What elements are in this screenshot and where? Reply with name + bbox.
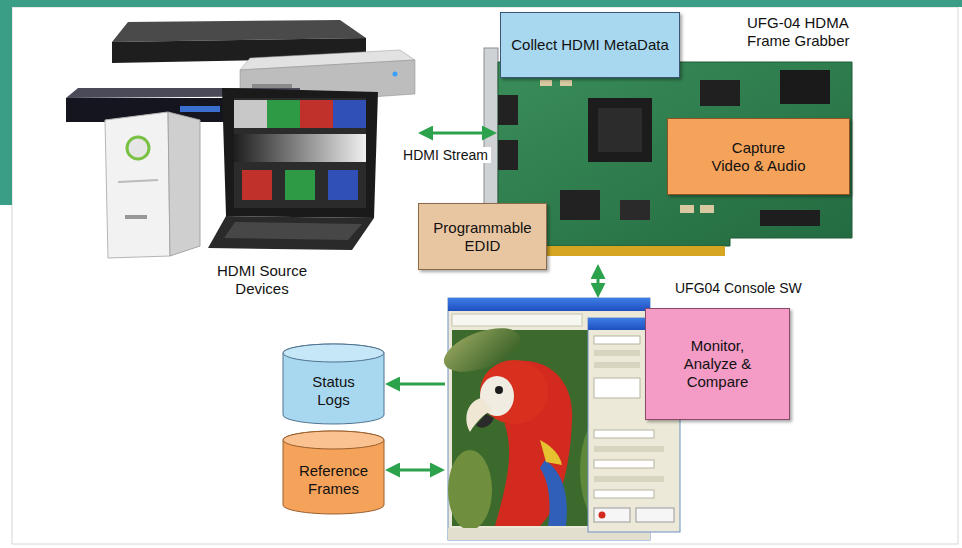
stream-arrow [424, 132, 491, 135]
stream-arrow [391, 383, 445, 386]
capture-card-art-part [760, 210, 820, 226]
console-screenshot-art-part [448, 450, 492, 530]
box-label: Monitor, Analyze & Compare [676, 337, 759, 391]
capture-card-art-part [498, 95, 518, 125]
capture-card-art-part [560, 190, 600, 220]
source-devices-art-part [168, 112, 200, 256]
source-devices-art-part [180, 106, 220, 112]
cylinder-body [283, 344, 384, 424]
storage-cylinder: Reference Frames [282, 430, 385, 515]
cylinder-top [283, 431, 384, 449]
storage-cylinder: Status Logs [282, 343, 385, 425]
page-frame-part [0, 0, 962, 7]
cylinder-body [283, 431, 384, 514]
source-devices-art-part [222, 88, 378, 218]
source-devices-art-part [393, 72, 398, 77]
source-devices-art-part [333, 100, 366, 128]
console-screenshot-art-part [599, 512, 606, 519]
card-label: UFG-04 HDMA Frame Grabber [747, 14, 872, 50]
source-devices-art-part [242, 170, 272, 200]
source-devices-art-part [234, 100, 267, 128]
capture-card-art-part [700, 80, 740, 106]
box-label: Collect HDMI MetaData [511, 36, 669, 54]
storage-label: Reference Frames [294, 462, 373, 498]
source-devices-art-part [224, 222, 362, 240]
source-devices-art-part [105, 112, 170, 258]
device-group-label: HDMI Source Devices [212, 262, 312, 298]
source-devices-art-part [234, 98, 366, 208]
process-box: Capture Video & Audio [667, 118, 850, 195]
box-label: Programmable EDID [429, 219, 536, 255]
source-devices: HDMI Source Devices [62, 18, 418, 302]
edge-label: HDMI Stream [400, 147, 491, 163]
frame-grabber-card: Collect HDMI MetaDataCapture Video & Aud… [497, 10, 880, 264]
console-screenshot-art-part [594, 476, 664, 482]
source-devices-art-part [127, 137, 149, 159]
source-devices-art-part [118, 180, 158, 182]
capture-card-art-part [598, 108, 642, 152]
capture-card-art-part [545, 246, 725, 256]
capture-card-art-part [498, 140, 518, 170]
source-devices-art-part [125, 215, 147, 219]
page-frame-part [0, 0, 12, 205]
console-screenshot-art-part [594, 460, 654, 468]
console-screenshot-art-part [452, 314, 582, 326]
process-box: Collect HDMI MetaData [500, 12, 680, 78]
console-screenshot-art-part [448, 298, 650, 311]
console-screenshot-art-part [480, 360, 548, 424]
capture-card-art-part [498, 62, 852, 246]
console-screenshot-art-part [594, 362, 640, 368]
console-screenshot-art-part [594, 350, 640, 356]
source-devices-art-part [300, 100, 333, 128]
source-devices-art-part [267, 100, 300, 128]
console-screenshot-art-part [540, 440, 562, 465]
stream-arrow [391, 469, 439, 472]
source-devices-art-part [328, 170, 358, 200]
console-screenshot-art-part [594, 508, 630, 522]
console-screenshot-art [438, 298, 680, 540]
process-box: Programmable EDID [418, 203, 547, 270]
capture-card-art-part [540, 80, 552, 86]
capture-card-art-part [780, 70, 830, 104]
source-devices-art-part [234, 134, 366, 162]
console-screenshot-art-part [594, 378, 640, 398]
capture-card-art-part [680, 205, 694, 213]
console-screenshot-art-part [636, 508, 674, 522]
console-label: UFG04 Console SW [675, 280, 815, 297]
page-frame-part [12, 7, 958, 544]
console-screenshot-art-part [594, 336, 640, 344]
capture-card-art-part [560, 80, 572, 86]
source-devices-art-part [285, 170, 315, 200]
cylinder-top [283, 344, 384, 362]
console-window: Monitor, Analyze & CompareUFG04 Console … [445, 298, 810, 540]
source-devices-art [66, 20, 415, 258]
source-devices-art-part [208, 216, 374, 250]
capture-card-art-part [620, 200, 650, 220]
console-screenshot-art-part [540, 460, 567, 526]
console-screenshot-art-part [594, 430, 654, 438]
console-screenshot-art-part [594, 490, 654, 498]
capture-card-art-part [588, 98, 652, 162]
stream-arrow [597, 270, 600, 292]
console-screenshot-art-part [476, 414, 494, 428]
box-label: Capture Video & Audio [698, 139, 819, 175]
console-screenshot-art-part [495, 386, 503, 394]
process-box: Monitor, Analyze & Compare [645, 308, 790, 420]
storage-label: Status Logs [303, 373, 364, 409]
console-screenshot-art-part [594, 446, 664, 452]
capture-card-art-part [700, 205, 714, 213]
